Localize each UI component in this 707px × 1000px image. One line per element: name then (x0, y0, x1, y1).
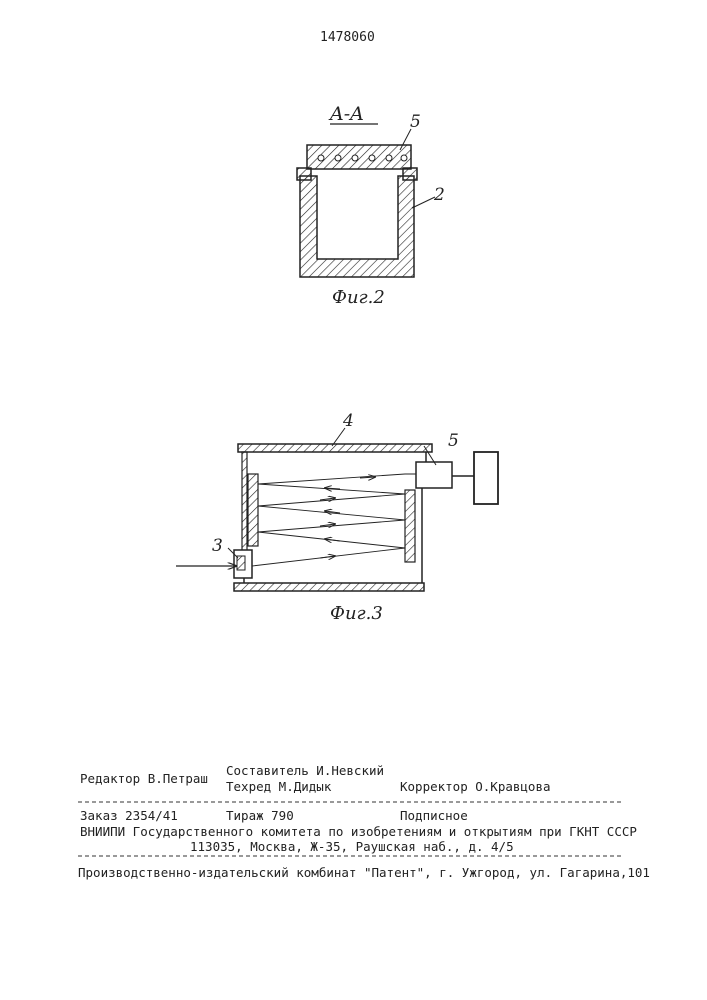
corrector-line: Корректор О.Кравцова (400, 779, 551, 794)
address-line: 113035, Москва, Ж-35, Раушская наб., д. … (190, 839, 514, 854)
section-label: A-A (330, 103, 364, 125)
circulation-line: Тираж 790 (226, 808, 294, 823)
editor-line: Редактор В.Петраш (80, 771, 208, 786)
plate-4 (238, 444, 432, 452)
fig3-ref-5: 5 (448, 431, 459, 451)
instrument-box (474, 452, 498, 504)
right-mirror (405, 490, 415, 562)
fig2-ref-2: 2 (434, 185, 445, 205)
fig2-ref-5: 5 (410, 112, 421, 132)
fig3-ref-4: 4 (343, 411, 354, 431)
fig3-caption: Фиг.3 (330, 603, 383, 624)
detector-5 (416, 462, 452, 488)
compiler-line: Составитель И.Невский (226, 763, 384, 778)
fig3-ref-3: 3 (212, 536, 223, 556)
subscription-line: Подписное (400, 808, 468, 823)
figure-2 (297, 124, 435, 277)
order-line: Заказ 2354/41 (80, 808, 178, 823)
bottom-plate (234, 583, 424, 591)
institute-line: ВНИИПИ Государственного комитета по изоб… (80, 824, 637, 839)
plant-line: Производственно-издательский комбинат "П… (78, 865, 650, 880)
left-mirror (248, 474, 258, 546)
beam-path (252, 474, 416, 566)
figure-3 (176, 428, 498, 591)
body-2 (300, 176, 414, 277)
techred-line: Техред М.Дидык (226, 779, 331, 794)
fig2-caption: Фиг.2 (332, 287, 385, 308)
